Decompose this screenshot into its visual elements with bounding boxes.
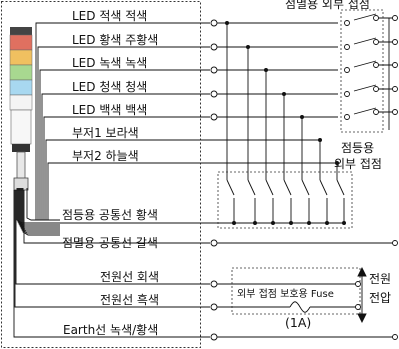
lamp-white bbox=[9, 94, 33, 111]
wire-label-power-black: 전원선 흑색 bbox=[100, 293, 159, 307]
terminal bbox=[210, 90, 218, 98]
wire-label-earth: Earth선 녹색/황색 bbox=[63, 323, 158, 337]
junction bbox=[232, 221, 236, 225]
blinking-contacts-title: 점멸용 외부 접점 bbox=[285, 0, 370, 11]
terminal bbox=[210, 113, 218, 121]
steady-contacts bbox=[210, 23, 345, 224]
fuse-label: 외부 접점 보호용 Fuse bbox=[237, 288, 334, 300]
device-boundary bbox=[1, 1, 201, 348]
wire-label-blink-common: 점멸용 공통선 갈색 bbox=[62, 236, 158, 250]
wire-label-buzzer2: 부저2 하늘색 bbox=[72, 149, 139, 163]
tower-cap bbox=[10, 27, 32, 35]
steady-contacts-label-line1: 점등용 bbox=[341, 141, 374, 155]
terminal bbox=[392, 109, 398, 115]
terminal bbox=[210, 66, 218, 74]
terminal bbox=[392, 39, 398, 45]
voltage-label-line2: 전압 bbox=[369, 291, 391, 305]
junction bbox=[318, 138, 322, 142]
junction bbox=[246, 45, 250, 49]
junction bbox=[342, 221, 346, 225]
terminal bbox=[355, 304, 361, 310]
terminal bbox=[373, 62, 379, 68]
terminal bbox=[373, 15, 379, 21]
voltage-label-line1: 전원 bbox=[369, 272, 391, 286]
signal-tower bbox=[9, 27, 33, 191]
terminal bbox=[392, 62, 398, 68]
lamp-red bbox=[9, 34, 33, 51]
terminal bbox=[344, 114, 350, 120]
tower-pole bbox=[16, 151, 26, 181]
terminal bbox=[355, 281, 361, 287]
fuse-box bbox=[231, 267, 361, 315]
terminal bbox=[210, 280, 218, 288]
junction bbox=[307, 221, 311, 225]
terminal bbox=[344, 44, 350, 50]
steady-contacts-label-line2: 외부 접점 bbox=[334, 157, 382, 171]
terminal bbox=[373, 39, 379, 45]
terminal bbox=[373, 86, 379, 92]
terminal bbox=[392, 334, 398, 340]
terminal-circles bbox=[210, 19, 218, 341]
terminal bbox=[344, 91, 350, 97]
wire-label-led-green: LED 녹색 녹색 bbox=[72, 56, 147, 70]
terminal bbox=[210, 19, 218, 27]
cable-bundle bbox=[13, 22, 210, 338]
wire-label-led-red: LED 적색 적색 bbox=[72, 9, 147, 23]
right-terminals bbox=[355, 15, 398, 340]
steady-contacts-box bbox=[217, 171, 353, 229]
terminal bbox=[210, 43, 218, 51]
terminal bbox=[210, 303, 218, 311]
junction bbox=[282, 92, 286, 96]
wire-label-buzzer1: 부저1 보라색 bbox=[72, 126, 139, 140]
junction bbox=[289, 221, 293, 225]
lamp-blue bbox=[9, 79, 33, 96]
junction bbox=[335, 161, 339, 165]
wire-label-led-blue: LED 청색 청색 bbox=[72, 80, 147, 94]
wire-label-steady-common: 점등용 공통선 황색 bbox=[62, 208, 158, 222]
junction bbox=[271, 221, 275, 225]
wire-label-led-white: LED 백색 백색 bbox=[72, 103, 147, 117]
terminal bbox=[344, 67, 350, 73]
tower-base bbox=[12, 144, 30, 152]
contact-terminals bbox=[344, 15, 379, 120]
contact-dots bbox=[225, 21, 346, 225]
terminal bbox=[344, 20, 350, 26]
junction bbox=[264, 68, 268, 72]
terminal bbox=[210, 239, 218, 247]
terminal bbox=[373, 109, 379, 115]
blinking-contacts-box bbox=[340, 9, 384, 133]
fuse-rating: (1A) bbox=[285, 315, 311, 330]
wire-label-power-gray: 전원선 회색 bbox=[100, 270, 159, 284]
voltage-arrow bbox=[357, 266, 367, 324]
terminal bbox=[392, 240, 398, 246]
terminal bbox=[392, 86, 398, 92]
lamp-green bbox=[9, 64, 33, 81]
junction bbox=[300, 115, 304, 119]
junction bbox=[325, 221, 329, 225]
junction bbox=[253, 221, 257, 225]
terminal bbox=[392, 15, 398, 21]
lamp-amber bbox=[9, 49, 33, 66]
led-lines bbox=[217, 13, 395, 130]
power-wiring bbox=[217, 242, 395, 338]
tower-body bbox=[10, 109, 32, 145]
wire-label-led-amber: LED 황색 주황색 bbox=[72, 33, 158, 47]
junction bbox=[225, 21, 229, 25]
terminal bbox=[210, 333, 218, 341]
